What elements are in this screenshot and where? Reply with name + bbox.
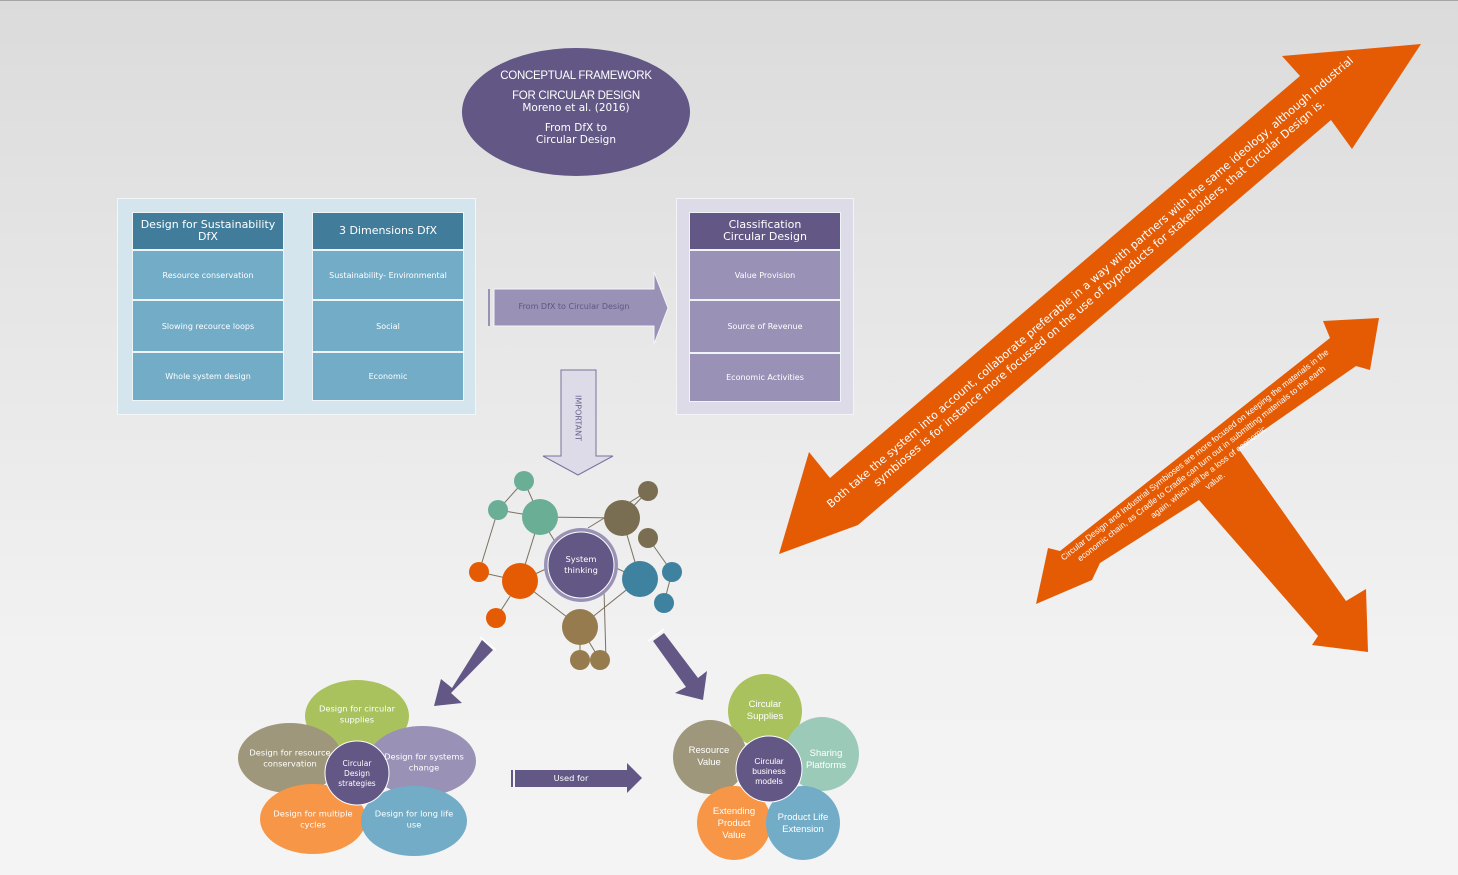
column-header: Classification Circular Design xyxy=(689,212,841,250)
system-thinking-node xyxy=(547,531,615,599)
node-green xyxy=(522,499,558,535)
petal-label-text: Extending Product Value xyxy=(712,806,756,841)
used-for-label: Used for xyxy=(553,773,589,783)
important-arrow xyxy=(542,369,614,476)
node-olive xyxy=(638,481,658,501)
petal-resource-value xyxy=(673,720,747,794)
node-olive xyxy=(638,528,658,548)
petal-label: Product Life Extension xyxy=(777,812,829,836)
arrow-to-strategies xyxy=(434,636,497,706)
column-item: Value Provision xyxy=(689,250,841,300)
node-brown xyxy=(570,650,590,670)
transition-arrow-label: From DfX to Circular Design xyxy=(518,302,630,311)
petal-label: Design for systems change xyxy=(381,752,467,773)
node-brown xyxy=(562,609,598,645)
petal-label-text: Design for circular supplies xyxy=(318,703,396,725)
strategies-center-label: Circular Design strategies xyxy=(333,759,381,789)
petal-design-for-systems-change xyxy=(368,726,476,796)
strategies-center xyxy=(324,740,390,806)
petal-extending-product-value xyxy=(697,786,771,860)
petal-label: Sharing Platforms xyxy=(801,748,851,772)
petal-label-text: Design for multiple cycles xyxy=(273,808,353,830)
column-item: Sustainability- Environmental xyxy=(312,250,464,300)
system-thinking-label: System thinking xyxy=(564,554,598,575)
petal-label-text: Resource Value xyxy=(688,745,730,768)
petal-label-text: Sharing Platforms xyxy=(805,748,847,771)
petal-label-text: Design for long life use xyxy=(374,808,454,830)
petal-label: Resource Value xyxy=(684,745,734,769)
transition-arrow xyxy=(488,271,669,345)
orange-double-arrow-upper xyxy=(779,44,1421,554)
petal-label-text: Circular Supplies xyxy=(746,699,784,722)
title-line-4: From DfX to xyxy=(544,122,608,134)
arrow-to-business-models xyxy=(647,628,707,700)
strategies-flower xyxy=(238,680,476,856)
petal-sharing-platforms xyxy=(785,717,859,791)
petal-label-text: Design for resource conservation xyxy=(249,747,331,769)
top-border xyxy=(0,0,1458,1)
node-orange xyxy=(469,562,489,582)
node-green xyxy=(514,471,534,491)
column-item: Economic Activities xyxy=(689,353,841,402)
node-teal xyxy=(654,593,674,613)
column-item: Source of Revenue xyxy=(689,300,841,353)
petal-label-text: Product Life Extension xyxy=(777,812,829,835)
title-line-5: Circular Design xyxy=(535,134,617,146)
column-item: Social xyxy=(312,300,464,352)
node-teal xyxy=(662,562,682,582)
node-green xyxy=(488,500,508,520)
node-orange xyxy=(502,563,538,599)
business-models-center xyxy=(735,735,803,803)
center-label-text: Circular business models xyxy=(752,756,786,786)
petal-label-text: Design for systems change xyxy=(384,751,464,773)
node-olive xyxy=(604,500,640,536)
petal-circular-supplies xyxy=(728,674,802,748)
column-item: Economic xyxy=(312,352,464,401)
column-header: 3 Dimensions DfX xyxy=(312,212,464,250)
dfx-column-3-dimensions: 3 Dimensions DfX Sustainability- Environ… xyxy=(312,212,464,401)
business-models-center-label: Circular business models xyxy=(744,756,794,786)
petal-design-for-multiple-cycles xyxy=(260,784,366,854)
node-orange xyxy=(486,608,506,628)
title-citation: Moreno et al. (2016) xyxy=(522,102,630,114)
column-item: Slowing recource loops xyxy=(132,300,284,352)
petal-design-for-circular-supplies xyxy=(305,680,409,752)
orange-arrow-lower xyxy=(1036,318,1379,652)
petal-label: Extending Product Value xyxy=(709,806,759,842)
petal-label: Design for circular supplies xyxy=(312,704,402,725)
center-label-text: Circular Design strategies xyxy=(338,759,376,788)
node-brown xyxy=(590,650,610,670)
petal-design-for-long-life-use xyxy=(361,786,467,856)
used-for-arrow xyxy=(511,763,642,793)
network-nodes xyxy=(469,471,682,670)
important-arrow-label: IMPORTANT xyxy=(573,395,583,441)
title-line-2: FOR CIRCULAR DESIGN xyxy=(512,90,640,102)
framework-title: CONCEPTUAL FRAMEWORK FOR CIRCULAR DESIGN… xyxy=(462,48,690,176)
petal-design-for-resource-conservation xyxy=(238,723,342,793)
business-models-flower xyxy=(673,674,859,860)
column-item: Whole system design xyxy=(132,352,284,401)
column-header: Design for Sustainability DfX xyxy=(132,212,284,250)
petal-label: Design for multiple cycles xyxy=(268,809,358,830)
classification-column: Classification Circular Design Value Pro… xyxy=(689,212,841,402)
petal-label: Design for long life use xyxy=(369,809,459,830)
dfx-column-sustainability: Design for Sustainability DfX Resource c… xyxy=(132,212,284,401)
column-item: Resource conservation xyxy=(132,250,284,300)
node-teal xyxy=(622,561,658,597)
petal-label: Circular Supplies xyxy=(740,699,790,723)
petal-product-life-extension xyxy=(766,786,840,860)
petal-label: Design for resource conservation xyxy=(242,748,338,769)
title-line-1: CONCEPTUAL FRAMEWORK xyxy=(500,70,652,82)
